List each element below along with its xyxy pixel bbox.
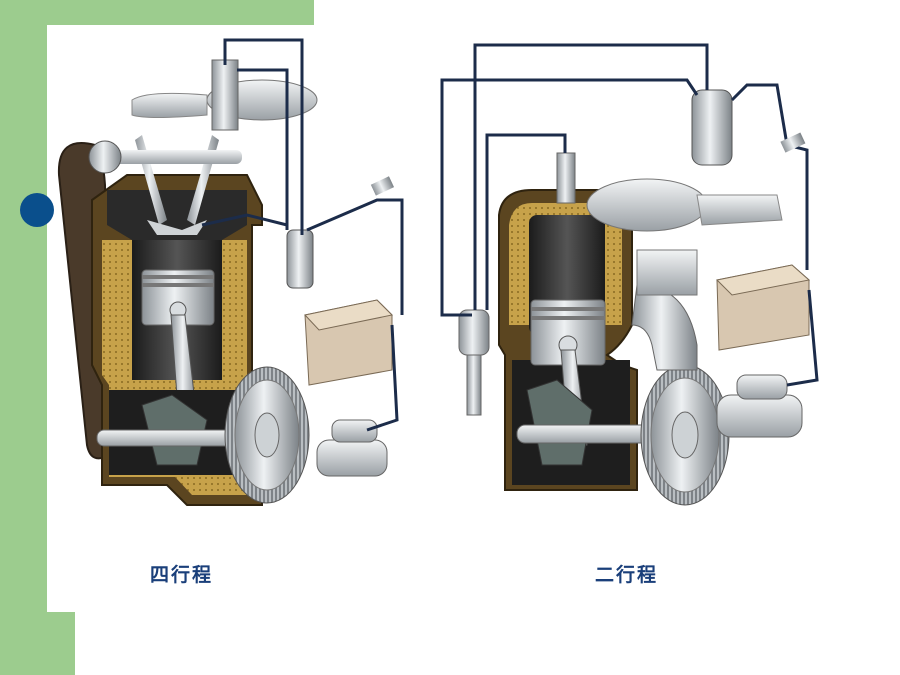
- wire-l5: [201, 213, 288, 227]
- wire-r4: [730, 83, 809, 270]
- label-four-stroke: 四行程: [150, 564, 214, 586]
- engine-diagram-picture: [47, 25, 837, 612]
- piston-left: [141, 269, 215, 326]
- wire-r3: [485, 133, 567, 310]
- carburetor: [636, 249, 698, 296]
- spark-plug-lead-right: [780, 132, 806, 153]
- battery-right: [715, 264, 811, 351]
- camshaft: [112, 150, 242, 164]
- slide-bullet-dot: [20, 193, 54, 227]
- label-two-stroke: 二行程: [595, 564, 659, 586]
- air-cleaner-right: [586, 178, 708, 232]
- intake-pipe-right: [696, 194, 783, 226]
- wire-r1: [440, 78, 699, 317]
- flywheel-left: [224, 366, 310, 504]
- flywheel-right: [640, 364, 730, 506]
- distributor-shaft: [466, 354, 482, 416]
- wire-l3: [306, 198, 404, 315]
- spark-plug-right: [556, 152, 576, 204]
- spark-plug-lead: [370, 176, 395, 196]
- starter-motor-right: [716, 374, 803, 438]
- wire-r5: [786, 289, 819, 387]
- distributor-right: [458, 309, 490, 356]
- distributor-left: [211, 59, 239, 131]
- cam-pulley: [88, 140, 122, 174]
- ignition-coil-left: [286, 229, 314, 289]
- four-stroke-engine: [57, 38, 404, 506]
- ignition-coil-right: [691, 89, 733, 166]
- slide-left-green-band: [0, 0, 47, 675]
- starter-motor-left: [316, 419, 388, 477]
- battery-left: [304, 299, 394, 386]
- wire-r2: [473, 43, 709, 310]
- wire-l1: [223, 38, 304, 235]
- two-stroke-engine: [440, 43, 819, 506]
- slide-bottom-green-block: [0, 612, 75, 675]
- valve-heads: [147, 220, 207, 235]
- wire-l2: [237, 68, 289, 230]
- engine-diagram-svg: [57, 38, 819, 506]
- cylinder-head: [107, 190, 247, 240]
- intake-pipe-left: [131, 92, 208, 118]
- wire-l4: [366, 324, 399, 432]
- transfer-duct: [631, 284, 698, 371]
- piston-right: [530, 299, 606, 366]
